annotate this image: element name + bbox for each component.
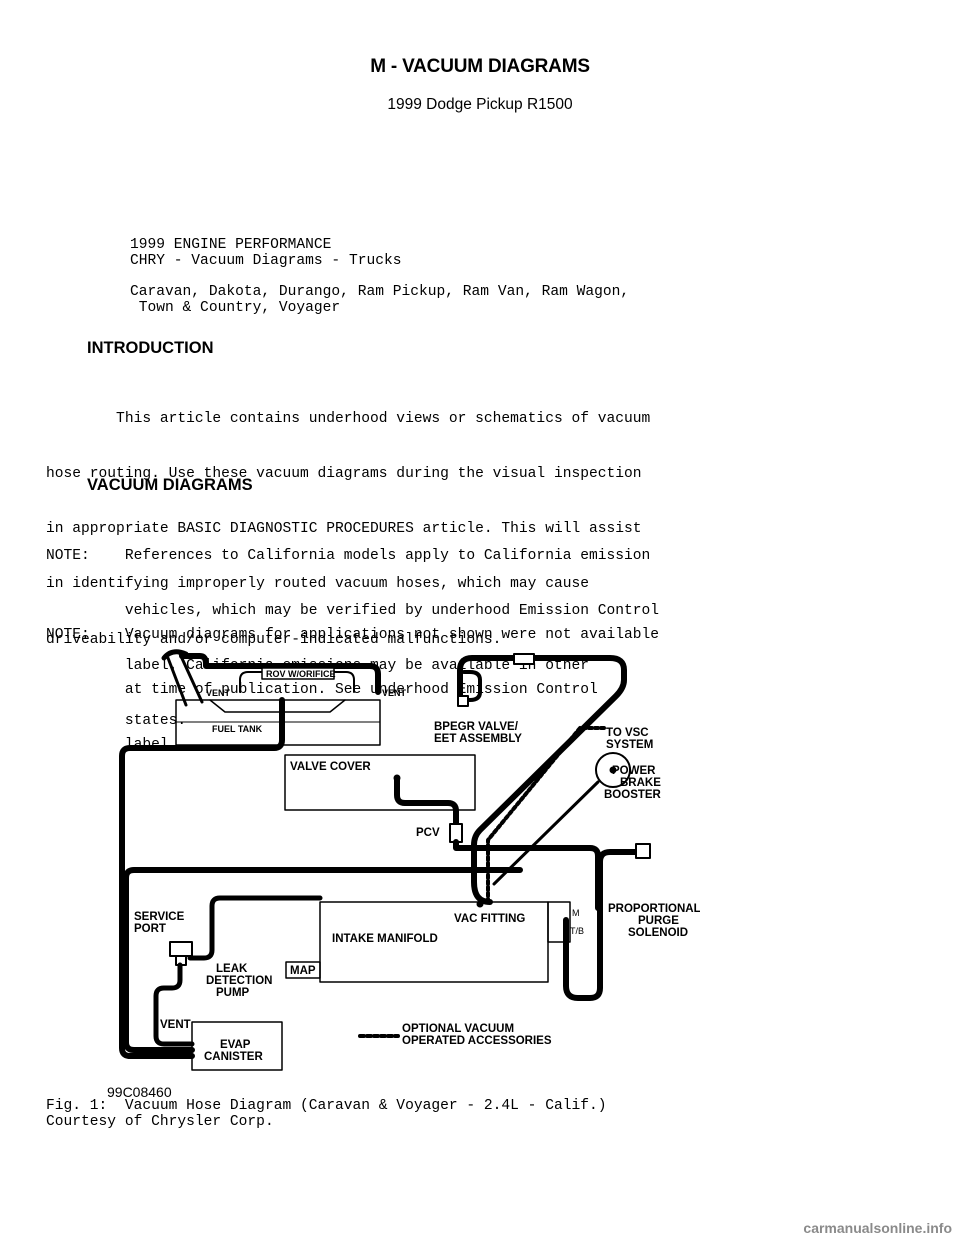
- vac-fitting-label: VAC FITTING: [454, 913, 525, 925]
- purge-connector: [635, 843, 651, 859]
- bpegr-loop: [458, 670, 482, 702]
- detection-label: DETECTION: [206, 975, 272, 987]
- valve-cover-label: VALVE COVER: [290, 761, 371, 773]
- note-line: states.: [46, 713, 187, 730]
- to-vsc-label-1: TO VSC: [606, 727, 649, 739]
- tank-top-hose: [179, 653, 381, 695]
- bpegr-valve: [513, 653, 535, 665]
- proportional-label: PROPORTIONAL: [608, 903, 700, 915]
- m-label: M: [572, 908, 580, 918]
- rov-label: ROV W/ORIFICE: [266, 669, 336, 679]
- fuel-tank-label: FUEL TANK: [212, 724, 263, 734]
- vent-left-label: VENT: [206, 688, 231, 698]
- booster-label: BOOSTER: [604, 789, 662, 801]
- purge-label: PURGE: [638, 915, 679, 927]
- leak-label: LEAK: [216, 963, 248, 975]
- pump-to-canister-hose: [153, 962, 195, 1047]
- intro-line-2: CHRY - Vacuum Diagrams - Trucks: [130, 253, 402, 269]
- introduction-heading: INTRODUCTION: [87, 339, 214, 357]
- filler-neck: [166, 652, 204, 707]
- solenoid-label: SOLENOID: [628, 927, 688, 939]
- introduction-line: hose routing. Use these vacuum diagrams …: [46, 466, 642, 483]
- vacuum-hose-diagram: ROV W/ORIFICE VENT VENT FUEL TANK BPEGR …: [119, 649, 700, 1071]
- bpegr-label-2: EET ASSEMBLY: [434, 733, 522, 745]
- valve-cover-port: [393, 774, 401, 782]
- models-line-1: Caravan, Dakota, Durango, Ram Pickup, Ra…: [130, 284, 630, 300]
- vsc-dashed-line: [486, 726, 606, 904]
- vacuum-diagrams-heading: VACUUM DIAGRAMS: [87, 476, 253, 494]
- evap-label-1: EVAP: [220, 1039, 251, 1051]
- throttle-body-box: [547, 901, 571, 943]
- valve-cover-box: [284, 754, 476, 811]
- figure-code: 99C08460: [107, 1084, 172, 1100]
- map-label: MAP: [290, 965, 316, 977]
- purge-hose: [563, 849, 641, 1001]
- brake-label: BRAKE: [620, 777, 661, 789]
- power-label: POWER: [612, 765, 656, 777]
- vent-canister-label: VENT: [160, 1019, 191, 1031]
- page-title: M - VACUUM DIAGRAMS: [370, 56, 590, 77]
- fuel-tank-top-seam: [209, 699, 346, 713]
- note-line: at time of publication. See underhood Em…: [46, 682, 598, 699]
- figure-caption: Fig. 1: Vacuum Hose Diagram (Caravan & V…: [46, 1098, 607, 1114]
- note-line: NOTE: Vacuum diagrams for applications n…: [46, 626, 660, 643]
- introduction-line: This article contains underhood views or…: [46, 410, 651, 427]
- pcv-hose: [453, 839, 601, 911]
- service-port-label-2: PORT: [134, 923, 166, 935]
- service-port-label-1: SERVICE: [134, 911, 185, 923]
- introduction-line: in appropriate BASIC DIAGNOSTIC PROCEDUR…: [46, 521, 642, 538]
- intake-manifold-label: INTAKE MANIFOLD: [332, 933, 438, 945]
- bpegr-label-1: BPEGR VALVE/: [434, 721, 519, 733]
- leak-pump-hose: [187, 895, 323, 961]
- map-sensor-box: [285, 961, 321, 979]
- fuel-tank-outline: [175, 699, 381, 746]
- brake-booster: [595, 752, 631, 788]
- to-vsc-label-2: SYSTEM: [606, 739, 653, 751]
- models-line-2: Town & Country, Voyager: [130, 300, 341, 316]
- evap-label-2: CANISTER: [204, 1051, 263, 1063]
- note-2: NOTE: Vacuum diagrams for applications n…: [46, 589, 659, 791]
- introduction-line: driveability and/or computer-indicated m…: [46, 631, 502, 648]
- pump-label: PUMP: [216, 987, 250, 999]
- page-subtitle: 1999 Dodge Pickup R1500: [387, 96, 573, 113]
- rov-box: [261, 667, 335, 680]
- evap-canister-box: [191, 1021, 283, 1071]
- note-line: vehicles, which may be verified by under…: [46, 603, 660, 620]
- optional-vacuum-label-1: OPTIONAL VACUUM: [402, 1023, 514, 1035]
- introduction-paragraph: This article contains underhood views or…: [46, 373, 650, 686]
- tank-to-canister-hose: [119, 697, 285, 1059]
- vac-fitting-port: [476, 900, 484, 908]
- eet-fitting: [457, 695, 469, 707]
- tb-label: T/B: [570, 926, 584, 936]
- note-line: NOTE: References to California models ap…: [46, 547, 651, 564]
- leak-detection-pump-body: [169, 941, 193, 957]
- introduction-line: in identifying improperly routed vacuum …: [46, 576, 589, 593]
- optional-vacuum-label-2: OPERATED ACCESSORIES: [402, 1035, 552, 1047]
- vent-right-label: VENT: [382, 688, 407, 698]
- service-port-hose: [123, 867, 523, 1053]
- watermark: carmanualsonline.info: [803, 1220, 952, 1236]
- brake-booster-port: [609, 766, 617, 774]
- bpegr-hose: [457, 655, 627, 905]
- intro-line-1: 1999 ENGINE PERFORMANCE: [130, 237, 332, 253]
- pcv-label: PCV: [416, 827, 440, 839]
- valve-cover-hose: [394, 777, 459, 828]
- figure-courtesy: Courtesy of Chrysler Corp.: [46, 1114, 274, 1130]
